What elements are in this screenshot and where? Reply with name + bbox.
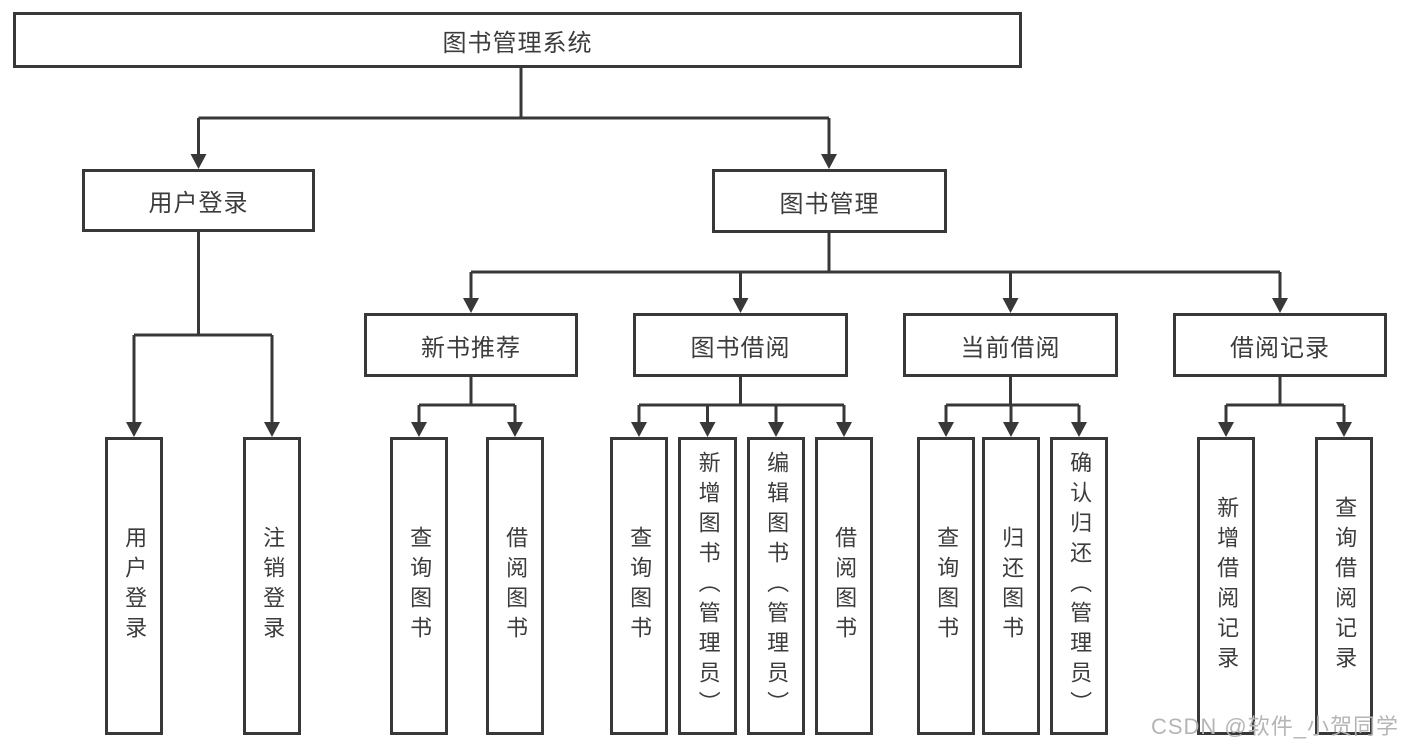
node-borrow-records-label: 借阅记录 [1230,334,1330,362]
node-leaf-current-return: 归还图书 [982,437,1040,735]
node-leaf-newbook-query-label: 查询图书 [407,526,433,646]
node-leaf-borrowing-borrow: 借阅图书 [815,437,873,735]
node-leaf-user-login-label: 用户登录 [122,526,148,646]
node-leaf-records-query-label: 查询借阅记录 [1332,496,1358,676]
node-leaf-borrowing-query: 查询图书 [610,437,668,735]
node-new-book-recommend: 新书推荐 [364,313,578,377]
node-book-management: 图书管理 [712,169,947,233]
node-user-login-label: 用户登录 [148,190,249,217]
node-leaf-borrowing-query-label: 查询图书 [627,526,653,646]
node-leaf-borrowing-add: 新增图书（管理员） [678,437,737,735]
node-root-label: 图书管理系统 [442,29,593,57]
node-leaf-current-confirm-label: 确认归还（管理员） [1067,451,1093,721]
node-leaf-records-query: 查询借阅记录 [1315,437,1373,735]
node-root: 图书管理系统 [13,12,1022,68]
node-leaf-logout: 注销登录 [243,437,301,735]
node-leaf-newbook-borrow: 借阅图书 [486,437,544,735]
node-book-borrowing-label: 图书借阅 [690,334,791,362]
node-book-borrowing: 图书借阅 [633,313,848,377]
node-leaf-current-confirm: 确认归还（管理员） [1050,437,1108,735]
node-leaf-current-query: 查询图书 [917,437,975,735]
node-leaf-newbook-borrow-label: 借阅图书 [503,526,529,646]
node-new-book-recommend-label: 新书推荐 [421,334,521,362]
watermark: CSDN @软件_小贺同学 [1150,714,1399,739]
node-leaf-current-query-label: 查询图书 [934,526,960,646]
node-leaf-borrowing-edit: 编辑图书（管理员） [747,437,805,735]
node-leaf-borrowing-borrow-label: 借阅图书 [832,526,858,646]
node-leaf-user-login: 用户登录 [105,437,163,735]
node-leaf-records-add-label: 新增借阅记录 [1214,496,1240,676]
node-leaf-borrowing-add-label: 新增图书（管理员） [695,451,721,721]
node-user-login: 用户登录 [82,169,315,232]
connector-paths [132,68,1346,424]
node-current-borrow-label: 当前借阅 [960,334,1061,362]
node-leaf-newbook-query: 查询图书 [390,437,448,735]
node-current-borrow: 当前借阅 [903,313,1118,377]
node-leaf-records-add: 新增借阅记录 [1197,437,1255,735]
node-book-management-label: 图书管理 [779,190,880,218]
node-leaf-borrowing-edit-label: 编辑图书（管理员） [764,451,790,721]
node-leaf-logout-label: 注销登录 [260,526,286,646]
node-borrow-records: 借阅记录 [1173,313,1387,377]
node-leaf-current-return-label: 归还图书 [999,526,1025,646]
